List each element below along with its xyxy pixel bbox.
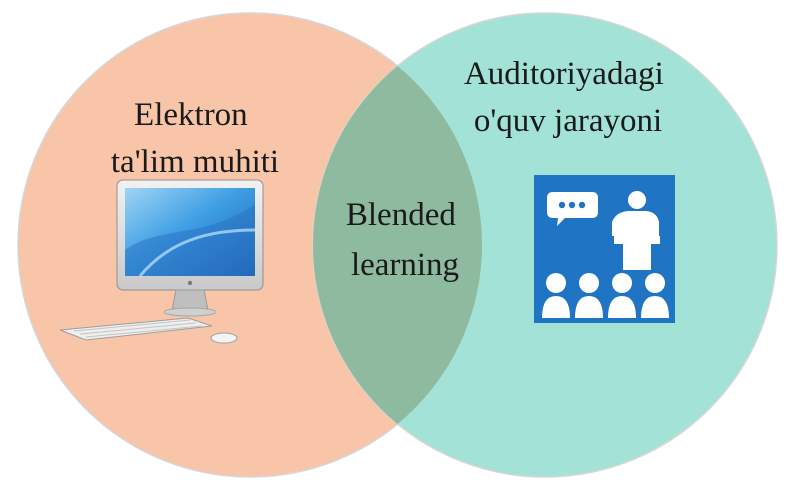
left-set-label-line-1: Elektron: [134, 97, 248, 133]
classroom-presentation-icon: [534, 175, 675, 323]
intersection-region: [313, 13, 482, 477]
intersection-label: Blended learning: [346, 197, 464, 283]
right-set-label: Auditoriyadagi o'quv jarayoni: [464, 56, 672, 139]
desktop-computer-icon: [59, 179, 264, 344]
right-set-label-line-2: o'quv jarayoni: [474, 103, 662, 139]
intersection-label-line-2: learning: [351, 247, 459, 283]
left-set-label-line-2: ta'lim muhiti: [111, 144, 279, 180]
intersection-label-line-1: Blended: [346, 197, 456, 233]
right-set-label-line-1: Auditoriyadagi: [464, 56, 664, 92]
left-set-label: Elektron ta'lim muhiti: [111, 97, 279, 180]
